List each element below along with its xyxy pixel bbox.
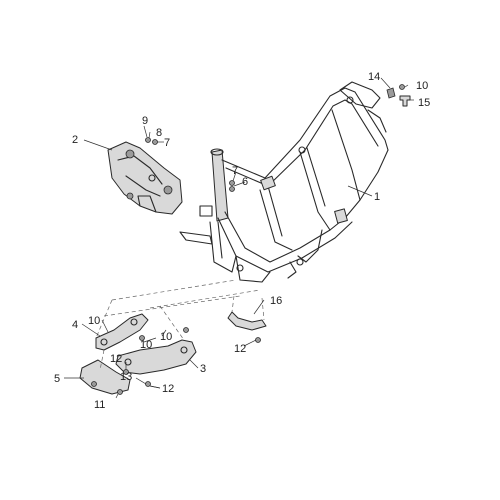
- lower-bracket-16: [227, 311, 267, 343]
- callout-5: 5: [54, 373, 60, 385]
- callout-12-upper: 12: [110, 353, 122, 365]
- callout-12-bracket16: 12: [234, 343, 246, 355]
- callout-10-arm4: 10: [88, 315, 100, 327]
- callout-10-arm3: 10: [160, 331, 172, 343]
- callout-2: 2: [72, 134, 78, 146]
- callout-12-lower: 12: [162, 383, 174, 395]
- callout-14: 14: [368, 71, 380, 83]
- callout-1: 1: [374, 191, 380, 203]
- front-bracket: [107, 141, 183, 215]
- assembly-guides: [95, 279, 265, 371]
- callout-labels: 2 1 3 4 5 6 7 7 8 9 10 10 10 10 11 12 12…: [54, 71, 430, 411]
- leader-lines: [64, 77, 414, 399]
- head-bolts: [145, 137, 235, 192]
- callout-3: 3: [200, 363, 206, 375]
- callout-9: 9: [142, 115, 148, 127]
- callout-7-frame: 7: [232, 165, 238, 177]
- footrest-plate-5: [79, 327, 189, 395]
- callout-11: 11: [94, 399, 105, 411]
- callout-8: 8: [156, 127, 162, 139]
- footrest-arm-3: [115, 339, 197, 375]
- callout-13: 13: [120, 371, 132, 383]
- callout-10-lower: 10: [140, 339, 152, 351]
- steering-head-tube: [211, 149, 229, 222]
- callout-7-bracket: 7: [164, 137, 170, 149]
- footrest-arm-4: [95, 313, 149, 351]
- callout-4: 4: [72, 319, 78, 331]
- callout-15: 15: [418, 97, 430, 109]
- rear-fasteners: [386, 84, 411, 107]
- callout-10-rear: 10: [416, 80, 428, 92]
- callout-16: 16: [270, 295, 282, 307]
- main-frame: [179, 81, 389, 283]
- callout-6: 6: [242, 176, 248, 188]
